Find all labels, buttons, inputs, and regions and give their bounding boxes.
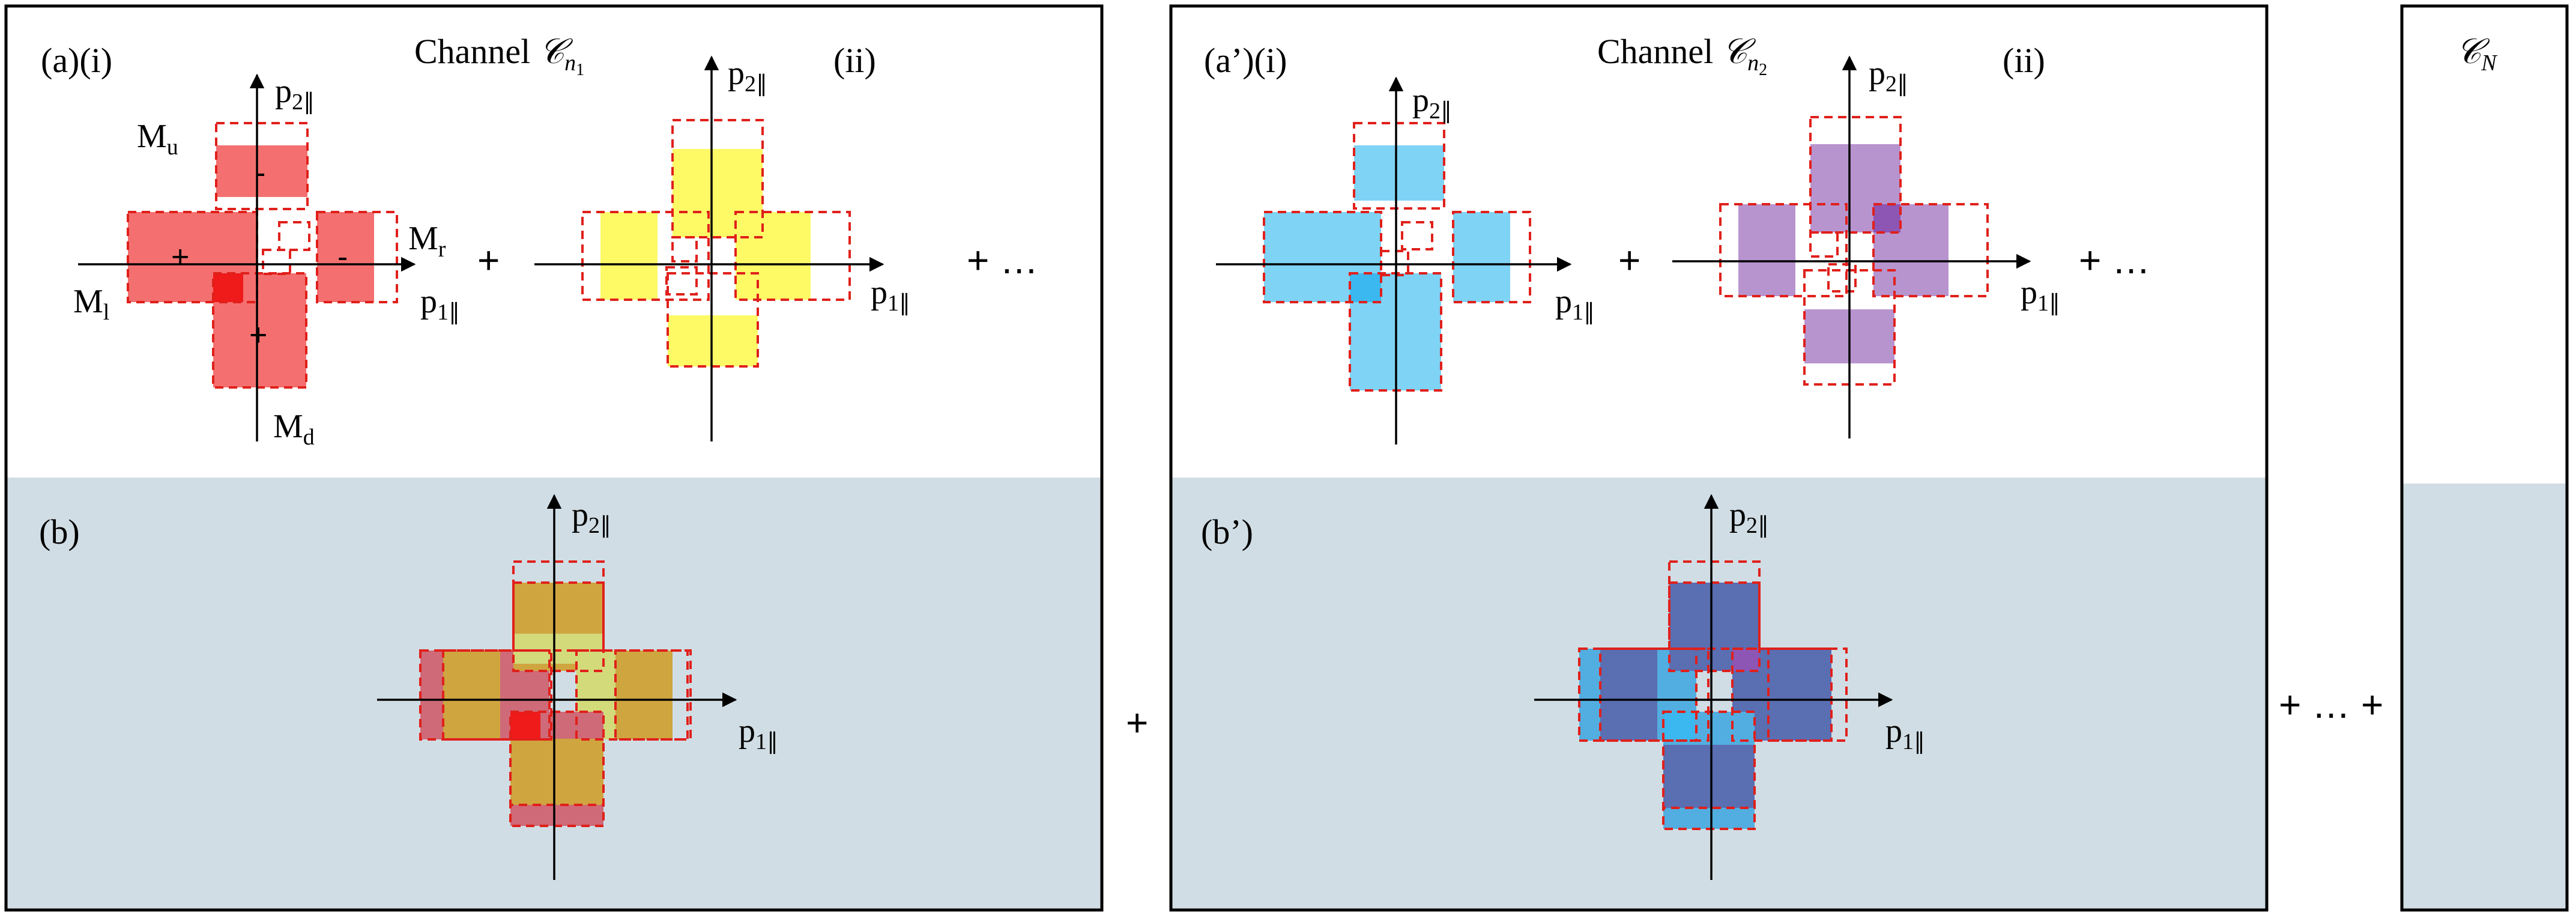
mask-up-fill (216, 145, 307, 197)
panel-b2-background (1171, 478, 2267, 910)
mask-center-outline (278, 221, 310, 251)
b2-up-outline-2 (1668, 581, 1761, 672)
purple-center-outline-2 (1827, 263, 1857, 293)
axis-p2-label-a2ii: p2∥ (1869, 55, 1908, 97)
b2-left-blue (1600, 649, 1657, 741)
panel-a2-channel-title: Channel 𝒞n2 (1597, 32, 1767, 79)
purple-overlap-fill (1873, 204, 1900, 232)
axis-p1-label-a2: p1∥ (871, 274, 910, 316)
yellow-center-outline (671, 236, 698, 262)
operator-plus-dots-a2: + … (2079, 238, 2150, 282)
panel-b2-label: (b’) (1201, 512, 1253, 551)
cyan-center-outline-2 (1380, 250, 1409, 276)
sign-down: + (249, 318, 267, 353)
b-down-orange (510, 739, 603, 805)
yellow-center-outline-2 (665, 266, 698, 296)
axis-p2-label-a2: p2∥ (728, 55, 767, 97)
axis-p2-label-a2i: p2∥ (1412, 82, 1452, 124)
panel-b2-plot: p2∥ p1∥ (1534, 494, 1925, 880)
mask-overlap-fill (213, 273, 243, 302)
cyan-right-fill (1453, 212, 1510, 302)
mask-down-outline (212, 272, 307, 389)
axis-p1-label-b2: p1∥ (1885, 712, 1925, 754)
cyan-up-outline (1353, 122, 1445, 210)
b2-right-purple (1732, 649, 1759, 671)
mask-u-label: Mu (137, 118, 178, 160)
yellow-left-fill (600, 212, 658, 300)
b2-overlap-sky (1663, 712, 1695, 741)
axis-p1-label-b: p1∥ (739, 712, 778, 754)
axis-p1-label-a2i: p1∥ (1555, 283, 1595, 325)
b-left-outline-2 (442, 649, 552, 741)
panel-n-background (2402, 484, 2567, 910)
b2-down-outline-2 (1662, 711, 1756, 809)
purple-right-outline (1872, 203, 1989, 297)
axis-p1-label-a2ii: p1∥ (2021, 274, 2060, 316)
mask-right-outline (316, 211, 398, 303)
b-down-outline-2 (509, 711, 605, 806)
yellow-left-outline (581, 211, 710, 301)
b2-down-blue (1663, 745, 1755, 808)
sign-left: + (171, 240, 189, 274)
yellow-right-outline (734, 211, 851, 301)
yellow-right-fill (736, 212, 811, 300)
axis-p2-label: p2∥ (275, 73, 315, 115)
panel-a-i-plot: - + - + p2∥ p1∥ Mu Ml Mr Md (73, 73, 460, 450)
frame-channel-n2 (1169, 4, 2269, 912)
purple-left-fill (1738, 204, 1795, 296)
sign-right: - (337, 240, 348, 274)
panel-a-label-ii: (ii) (833, 41, 876, 80)
panel-a-label-i: (a)(i) (41, 41, 112, 80)
cyan-left-outline (1263, 211, 1382, 303)
axis-p1-label: p1∥ (420, 283, 460, 325)
b-right-outline-2 (614, 649, 689, 741)
operator-plus-dots-plus: + … + (2279, 683, 2383, 726)
frame-channel-n1 (4, 4, 1104, 912)
cyan-up-fill (1354, 145, 1444, 201)
yellow-down-fill (668, 315, 758, 366)
yellow-down-outline (667, 272, 759, 368)
operator-plus-a1: + (477, 238, 500, 282)
purple-up-outline (1809, 116, 1902, 234)
panel-b-plot: p2∥ p1∥ (377, 494, 778, 880)
panel-a2-label-ii: (ii) (2003, 41, 2045, 80)
sign-up: - (255, 156, 265, 190)
cyan-overlap-fill (1350, 273, 1381, 302)
axis-p2-label-b: p2∥ (572, 496, 611, 538)
b-left-orange (443, 651, 500, 739)
yellow-up-outline (671, 119, 764, 238)
b2-right-outline-2 (1767, 648, 1833, 742)
b-up-outline-2 (512, 581, 605, 672)
operator-plus-a2: + (1618, 238, 1640, 282)
cyan-center-outline (1401, 221, 1433, 250)
b-up-outline-1 (512, 560, 605, 652)
panel-a2-ii-plot: p2∥ p1∥ (1672, 55, 2060, 438)
frame-channel-N (2400, 4, 2569, 912)
purple-left-outline (1719, 203, 1848, 297)
mask-r-label: Mr (408, 220, 446, 262)
panel-a-channel-title: Channel 𝒞n1 (414, 32, 584, 79)
mask-center-outline-2 (262, 249, 291, 275)
operator-plus-between: + (1126, 701, 1148, 744)
operator-plus-dots-a: + … (967, 238, 1038, 282)
panel-a-ii-plot: p2∥ p1∥ (534, 55, 910, 441)
panel-a2-label-i: (a’)(i) (1204, 41, 1287, 80)
purple-center-outline (1809, 231, 1839, 258)
mask-d-label: Md (273, 408, 315, 450)
b2-left-outline-2 (1599, 648, 1710, 742)
panel-b-label: (b) (39, 512, 80, 551)
mask-right-fill (317, 212, 374, 302)
b-overlap-red (510, 712, 540, 739)
mask-l-label: Ml (73, 283, 109, 325)
mask-up-outline (215, 122, 309, 210)
panel-a2-i-plot: p2∥ p1∥ (1216, 76, 1595, 444)
axis-p2-label-b2: p2∥ (1729, 496, 1769, 538)
b-right-orange (615, 651, 673, 739)
panel-n-title: 𝒞N (2456, 32, 2498, 76)
